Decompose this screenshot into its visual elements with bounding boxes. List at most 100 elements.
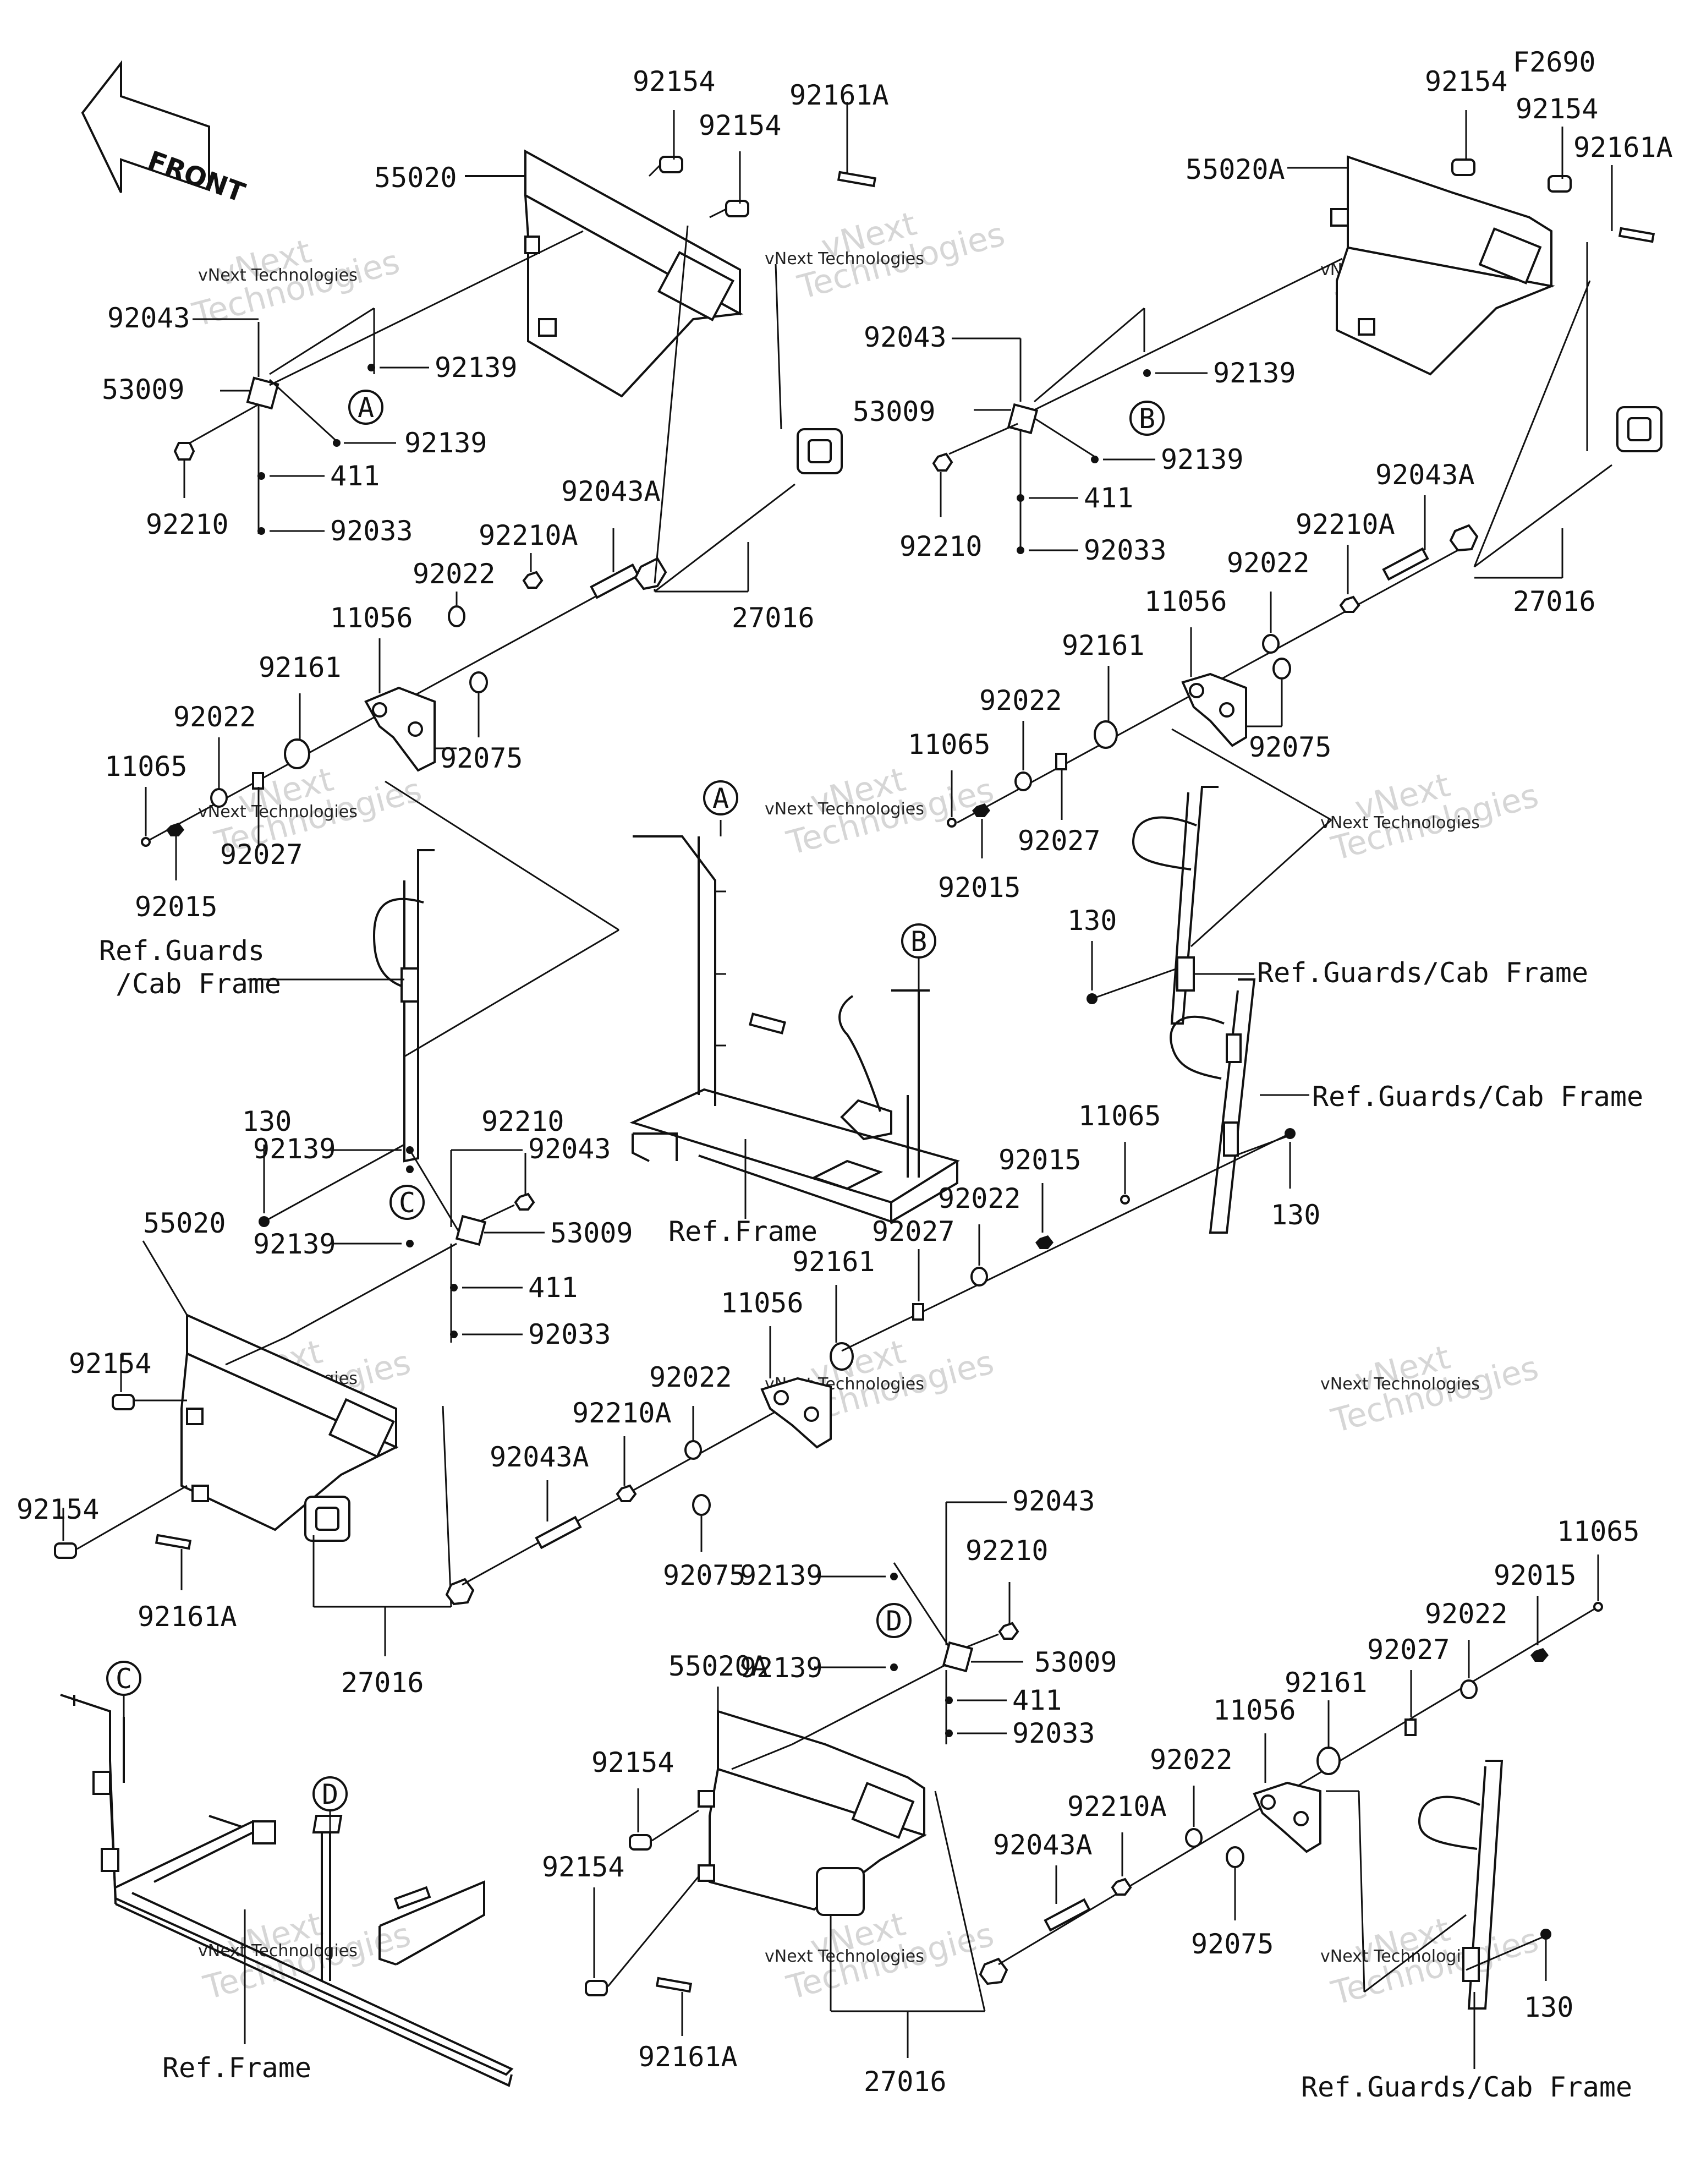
label-small: vNext Technologies	[765, 249, 924, 269]
label-q2-53009: 53009	[853, 396, 936, 428]
label-q5-92210A: 92210A	[1067, 1791, 1167, 1822]
guard-frame-middle	[1170, 978, 1256, 1234]
label-q3-92161A: 92161A	[138, 1601, 237, 1633]
label-q5-92033: 92033	[1012, 1717, 1095, 1749]
label-q3-92161: 92161	[792, 1246, 875, 1278]
label-q5-92022b: 92022	[1150, 1744, 1233, 1776]
label-q3-92022: 92022	[649, 1361, 732, 1393]
group-top-left: 55020 92154 92154 92161A 92043 53009 922…	[99, 65, 889, 1227]
label-q2-11065: 11065	[908, 729, 991, 760]
guard-frame-right	[1132, 786, 1219, 1025]
label-q5-92161A: 92161A	[638, 2041, 738, 2073]
bracket-11056	[364, 686, 436, 772]
side-panel-55020	[524, 149, 744, 398]
label-q2-92043: 92043	[864, 321, 947, 353]
label-q1-ref1: Ref.Guards	[99, 935, 265, 967]
label-q5-11065: 11065	[1557, 1515, 1640, 1547]
label-q5-11056: 11056	[1213, 1694, 1296, 1726]
label-small: vNext Technologies	[1320, 1947, 1480, 1966]
screw-92154-icon	[659, 156, 683, 173]
label-B: B	[910, 926, 927, 957]
label-q1-92161: 92161	[259, 652, 342, 683]
label-q1-92022b: 92022	[173, 701, 256, 733]
label-q4-11065: 11065	[1078, 1100, 1161, 1132]
bolt-92043A-icon	[590, 563, 640, 599]
label-55020: 55020	[374, 162, 457, 194]
watermark-small: vNext Technologies	[198, 266, 358, 285]
label-mid-ref-frame: Ref.Frame	[668, 1216, 817, 1247]
label-q1-27016: 27016	[732, 602, 815, 634]
label-q1-92210A: 92210A	[479, 519, 578, 551]
group-top-right: 55020A 92154 92154 92161A 92043 53009 92…	[853, 65, 1673, 1025]
front-arrow-icon: FRONT	[81, 60, 249, 209]
label-q5-92210: 92210	[965, 1535, 1049, 1567]
label-q2-27016: 27016	[1513, 585, 1596, 617]
side-panel-55020A	[1330, 155, 1556, 376]
label-q2-92154b: 92154	[1516, 93, 1599, 125]
guard-frame-bottom	[1418, 1760, 1504, 2010]
label-q1-92027: 92027	[220, 839, 303, 871]
label-q2-92161: 92161	[1062, 630, 1145, 661]
label-q5-92015: 92015	[1494, 1559, 1577, 1591]
label-A: A	[712, 782, 729, 814]
label-q5-92043: 92043	[1012, 1485, 1095, 1517]
label-q1-92043: 92043	[107, 302, 190, 334]
label-q5-55020A: 55020A	[668, 1650, 768, 1682]
label-q1-53009: 53009	[102, 374, 185, 406]
label-q3-92210A: 92210A	[572, 1397, 672, 1429]
label-q2-92075: 92075	[1249, 731, 1332, 763]
label-q4-ref-gc: Ref.Guards/Cab Frame	[1312, 1081, 1643, 1113]
label-q4-130: 130	[1271, 1199, 1320, 1231]
label-q3-92210: 92210	[481, 1105, 564, 1137]
label-q3-411: 411	[528, 1272, 578, 1304]
label-q3-92139a: 92139	[253, 1133, 336, 1165]
label-q2-130: 130	[1067, 905, 1117, 937]
label-B: B	[1139, 403, 1155, 435]
label-q2-411: 411	[1084, 482, 1133, 514]
main-frame	[629, 835, 960, 1224]
label-q5-92075: 92075	[1191, 1928, 1274, 1960]
label-D: D	[322, 1778, 338, 1810]
label-q1-92210: 92210	[146, 508, 229, 540]
label-q5-411: 411	[1012, 1684, 1062, 1716]
label-q1-92139b: 92139	[404, 427, 487, 459]
label-q2-92043A: 92043A	[1375, 459, 1475, 491]
label-small: vNext Technologies	[1320, 813, 1480, 833]
label-q1-92022a: 92022	[413, 558, 496, 590]
gauge-27016-right	[1616, 406, 1662, 452]
label-q3-53009: 53009	[550, 1217, 633, 1249]
label-q3-92154b: 92154	[17, 1493, 100, 1525]
label-q2-92022a: 92022	[1227, 547, 1310, 579]
label-q1-11056: 11056	[330, 602, 413, 634]
bracket-11056-lower	[760, 1377, 832, 1449]
label-q1-ref2: /Cab Frame	[116, 968, 281, 1000]
label-q2-ref: Ref.Guards/Cab Frame	[1257, 957, 1588, 989]
guard-frame-left	[372, 849, 435, 1163]
label-q5-92154b: 92154	[542, 1851, 625, 1883]
label-q5-92027: 92027	[1367, 1634, 1450, 1666]
gauge-27016	[797, 428, 843, 474]
label-q1-411: 411	[330, 460, 380, 492]
nut-92210-icon	[173, 442, 195, 461]
label-small: vNext Technologies	[198, 1941, 358, 1961]
label-small: vNext Technologies	[765, 1947, 924, 1966]
figure-code: F2690	[1513, 46, 1596, 78]
label-C: C	[116, 1663, 132, 1695]
label-q5-92043A: 92043A	[993, 1829, 1093, 1861]
gauge-27016-lower	[304, 1496, 350, 1542]
label-q3-11056: 11056	[721, 1287, 804, 1319]
label-q2-92139b: 92139	[1161, 444, 1244, 475]
lower-frame	[60, 1694, 514, 2087]
side-panel-55020A-lower	[698, 1710, 927, 1916]
label-q1-92075: 92075	[440, 742, 523, 774]
label-q3-92075: 92075	[663, 1559, 746, 1591]
label-C: C	[399, 1187, 415, 1219]
label-A: A	[358, 392, 374, 424]
bracket-11056-right	[1181, 672, 1247, 747]
label-q2-92033: 92033	[1084, 534, 1167, 566]
label-q2-92210A: 92210A	[1296, 508, 1395, 540]
label-q3-92043: 92043	[528, 1133, 611, 1165]
label-q2-11056: 11056	[1144, 585, 1227, 617]
label-q4-92015: 92015	[998, 1144, 1082, 1176]
label-q1-92139a: 92139	[435, 352, 518, 384]
